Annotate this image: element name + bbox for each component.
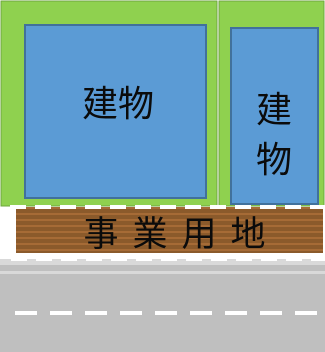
- road-edge-line: [0, 271, 325, 274]
- business-land-char-4: 地: [230, 215, 265, 255]
- building-left: [24, 24, 207, 199]
- road: [0, 259, 325, 352]
- building-right-label-bottom: 物: [256, 140, 292, 181]
- building-right: [230, 27, 319, 205]
- business-land-strip: [16, 207, 323, 253]
- building-left-label: 建物: [82, 84, 154, 125]
- business-land-outline: [8, 205, 325, 261]
- building-right-label-top: 建: [256, 90, 292, 131]
- road-edge: [0, 259, 325, 265]
- business-land-char-2: 業: [132, 215, 167, 255]
- business-land-char-1: 事: [83, 215, 118, 255]
- business-land-char-3: 用: [181, 215, 216, 255]
